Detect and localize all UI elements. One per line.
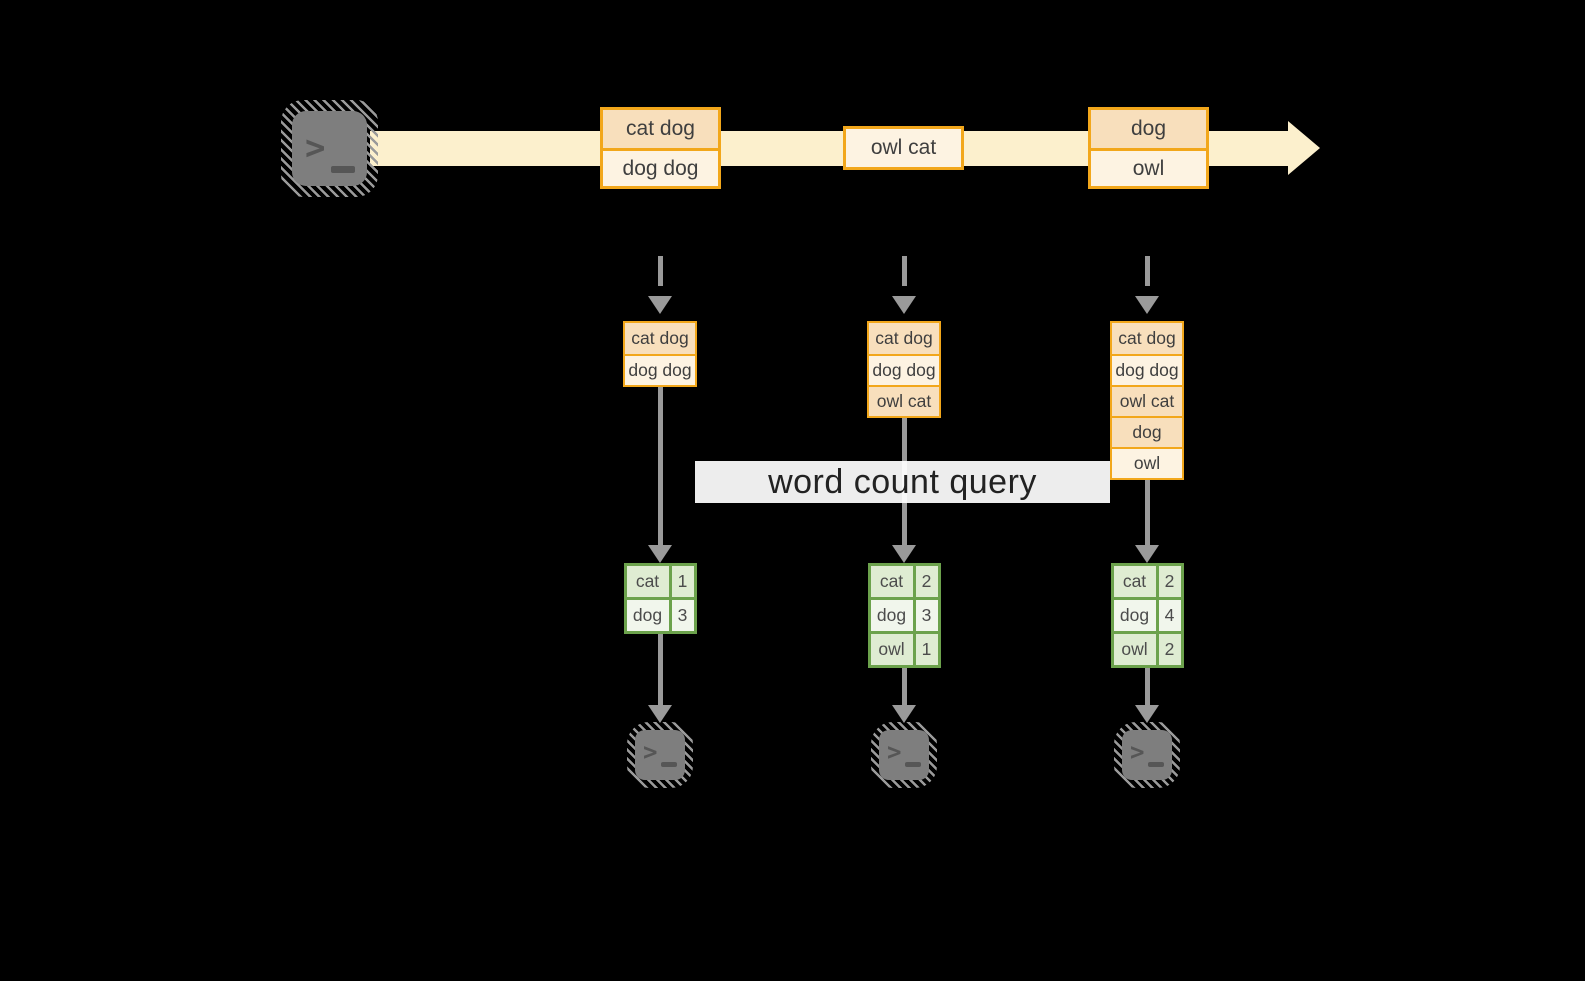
down-arrowhead-icon (1135, 545, 1159, 563)
word-cell: dog dog (603, 148, 718, 186)
prompt-chevron-icon: > (305, 128, 326, 168)
word-cell: cat dog (603, 110, 718, 148)
prompt-cursor-icon (661, 762, 677, 767)
count-cell: 2 (1158, 566, 1181, 597)
count-cell: 1 (915, 634, 938, 665)
stream-arrow-head-icon (1288, 121, 1320, 175)
word-cell: cat dog (1112, 323, 1182, 354)
word-cell: dog (626, 600, 669, 631)
word-cell: cat (626, 566, 669, 597)
terminal-icon: > (627, 722, 693, 788)
arrow-shaft (657, 387, 663, 545)
query-label: word count query (768, 462, 1037, 501)
word-cell: cat (870, 566, 913, 597)
word-cell: owl (1113, 634, 1156, 665)
terminal-icon: > (1114, 722, 1180, 788)
word-cell: dog (1091, 110, 1206, 148)
count-cell: 4 (1158, 600, 1181, 631)
terminal-body (879, 730, 929, 780)
word-cell: dog dog (869, 354, 939, 385)
down-arrowhead-icon (648, 296, 672, 314)
arrow-shaft (657, 633, 663, 705)
arrow-shaft (1144, 667, 1150, 705)
down-arrowhead-icon (892, 545, 916, 563)
dashed-arrow-segment (657, 256, 663, 286)
word-cell: owl (870, 634, 913, 665)
count-cell: 3 (671, 600, 694, 631)
dashed-arrow-segment (1144, 256, 1150, 286)
word-cell: cat (1113, 566, 1156, 597)
word-cell: owl (1112, 447, 1182, 478)
prompt-chevron-icon: > (1130, 738, 1145, 766)
word-cell: cat dog (625, 323, 695, 354)
word-cell: owl cat (846, 129, 961, 167)
word-cell: dog (1113, 600, 1156, 631)
word-cell: owl cat (869, 385, 939, 416)
word-cell: dog dog (1112, 354, 1182, 385)
prompt-chevron-icon: > (887, 738, 902, 766)
prompt-cursor-icon (905, 762, 921, 767)
word-cell: owl (1091, 148, 1206, 186)
word-cell: dog (1112, 416, 1182, 447)
stream-batch-box: owl cat (843, 126, 964, 170)
down-arrowhead-icon (648, 705, 672, 723)
arrow-shaft (901, 667, 907, 705)
down-arrowhead-icon (892, 705, 916, 723)
dashed-arrow-segment (901, 256, 907, 286)
prompt-cursor-icon (331, 166, 355, 173)
prompt-cursor-icon (1148, 762, 1164, 767)
query-label-box: word count query (695, 461, 1110, 503)
terminal-icon: > (281, 100, 378, 197)
count-cell: 1 (671, 566, 694, 597)
prompt-chevron-icon: > (643, 738, 658, 766)
terminal-body (1122, 730, 1172, 780)
down-arrowhead-icon (1135, 296, 1159, 314)
word-cell: cat dog (869, 323, 939, 354)
word-cell: owl cat (1112, 385, 1182, 416)
count-cell: 2 (1158, 634, 1181, 665)
count-cell: 2 (915, 566, 938, 597)
word-cell: dog (870, 600, 913, 631)
down-arrowhead-icon (892, 296, 916, 314)
down-arrowhead-icon (1135, 705, 1159, 723)
terminal-body (635, 730, 685, 780)
down-arrowhead-icon (648, 545, 672, 563)
terminal-icon: > (871, 722, 937, 788)
count-cell: 3 (915, 600, 938, 631)
arrow-shaft (1144, 480, 1150, 545)
terminal-body (292, 111, 367, 186)
word-cell: dog dog (625, 354, 695, 385)
